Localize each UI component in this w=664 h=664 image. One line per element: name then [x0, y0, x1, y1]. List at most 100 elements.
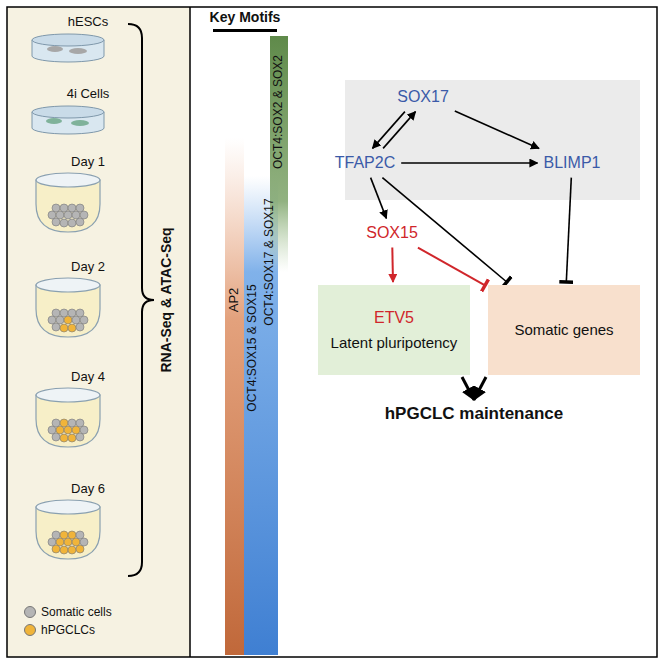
cell [72, 316, 80, 324]
arrow-connector [371, 178, 387, 219]
vertical-label: OCT4:SOX15 & SOX15 [246, 284, 260, 411]
inhibition-connector [418, 248, 485, 286]
vertical-label: OCT4:SOX2 & SOX2 [272, 55, 286, 169]
node-text: ETV5 [374, 308, 414, 327]
gene-node: BLIMP1 [541, 151, 604, 174]
arrow-connector [383, 112, 415, 149]
legend-row: hPGCLCs [24, 623, 95, 637]
culture-well [36, 285, 100, 337]
legend-text: Somatic cells [41, 605, 112, 619]
cell [52, 545, 60, 553]
cell [60, 546, 68, 554]
arrow-connector [455, 111, 539, 148]
node-text: hPGCLC maintenance [385, 404, 564, 424]
cell [64, 426, 72, 434]
cell [52, 531, 60, 539]
cell [80, 426, 88, 434]
label: Key Motifs [210, 9, 281, 25]
node-text: SOX15 [366, 223, 418, 242]
cell [60, 419, 68, 427]
process-box: ETV5Latent pluripotency [318, 285, 470, 375]
cell [76, 419, 84, 427]
gene-node: TFAP2C [332, 151, 398, 174]
network-box [345, 80, 640, 200]
cell [76, 531, 84, 539]
process-box: Somatic genes [488, 285, 640, 375]
cell [72, 538, 80, 546]
cell [60, 309, 68, 317]
arrow-connector [391, 248, 394, 282]
node-text: BLIMP1 [544, 153, 601, 172]
label: 4i Cells [67, 87, 110, 102]
cell [56, 426, 64, 434]
cell [52, 204, 60, 212]
cell [60, 324, 68, 332]
underline [213, 29, 277, 32]
cell [80, 316, 88, 324]
well-rim [36, 278, 100, 292]
well-rim [36, 500, 100, 514]
node-text: Latent pluripotency [331, 334, 458, 352]
node-text: TFAP2C [335, 153, 395, 172]
cell [48, 211, 56, 219]
outer-frame [7, 7, 657, 657]
cell [52, 433, 60, 441]
cell [68, 324, 76, 332]
cell [68, 419, 76, 427]
node-text: SOX17 [397, 87, 449, 106]
arrow-connector [401, 162, 537, 164]
vertical-label: AP2 [227, 288, 242, 313]
arrow-connector [474, 377, 486, 400]
cell [72, 211, 80, 219]
arrow-connector [462, 377, 474, 400]
well-rim [36, 388, 100, 402]
cell [76, 309, 84, 317]
culture-well [36, 507, 100, 559]
legend-swatch [24, 606, 36, 618]
cell [48, 316, 56, 324]
vertical-label: OCT4:SOX17 & SOX17 [263, 198, 277, 325]
cell [64, 316, 72, 324]
motif-bar [244, 176, 278, 655]
cell [68, 219, 76, 227]
cell [56, 538, 64, 546]
cell [80, 538, 88, 546]
outcome-label: hPGCLC maintenance [382, 402, 567, 426]
label: Day 1 [71, 155, 105, 170]
motif-bar [225, 138, 244, 655]
cell [68, 204, 76, 212]
vertical-label: RNA-Seq & ATAC-Seq [158, 227, 174, 372]
inhibition-connector [566, 178, 571, 282]
cell [64, 538, 72, 546]
cell [60, 204, 68, 212]
culture-wells [36, 173, 100, 559]
cell [52, 309, 60, 317]
cell [60, 531, 68, 539]
cell [68, 434, 76, 442]
cell [76, 545, 84, 553]
label: Day 4 [71, 370, 105, 385]
cell [76, 433, 84, 441]
cell [76, 323, 84, 331]
culture-well [36, 395, 100, 447]
well-rim [36, 173, 100, 187]
cell [76, 218, 84, 226]
label: Day 2 [71, 260, 105, 275]
cell [60, 434, 68, 442]
cell [68, 531, 76, 539]
legend-row: Somatic cells [24, 605, 112, 619]
cell [80, 211, 88, 219]
cell [72, 426, 80, 434]
petri-dish [32, 106, 104, 134]
cell [48, 426, 56, 434]
cell [56, 211, 64, 219]
culture-well [36, 180, 100, 232]
left-panel [7, 7, 190, 657]
label: Day 6 [71, 482, 105, 497]
gene-node: SOX15 [363, 221, 421, 244]
label: hESCs [68, 15, 108, 30]
cell [64, 211, 72, 219]
gene-node: SOX17 [394, 85, 452, 108]
cell [48, 538, 56, 546]
cell [60, 219, 68, 227]
